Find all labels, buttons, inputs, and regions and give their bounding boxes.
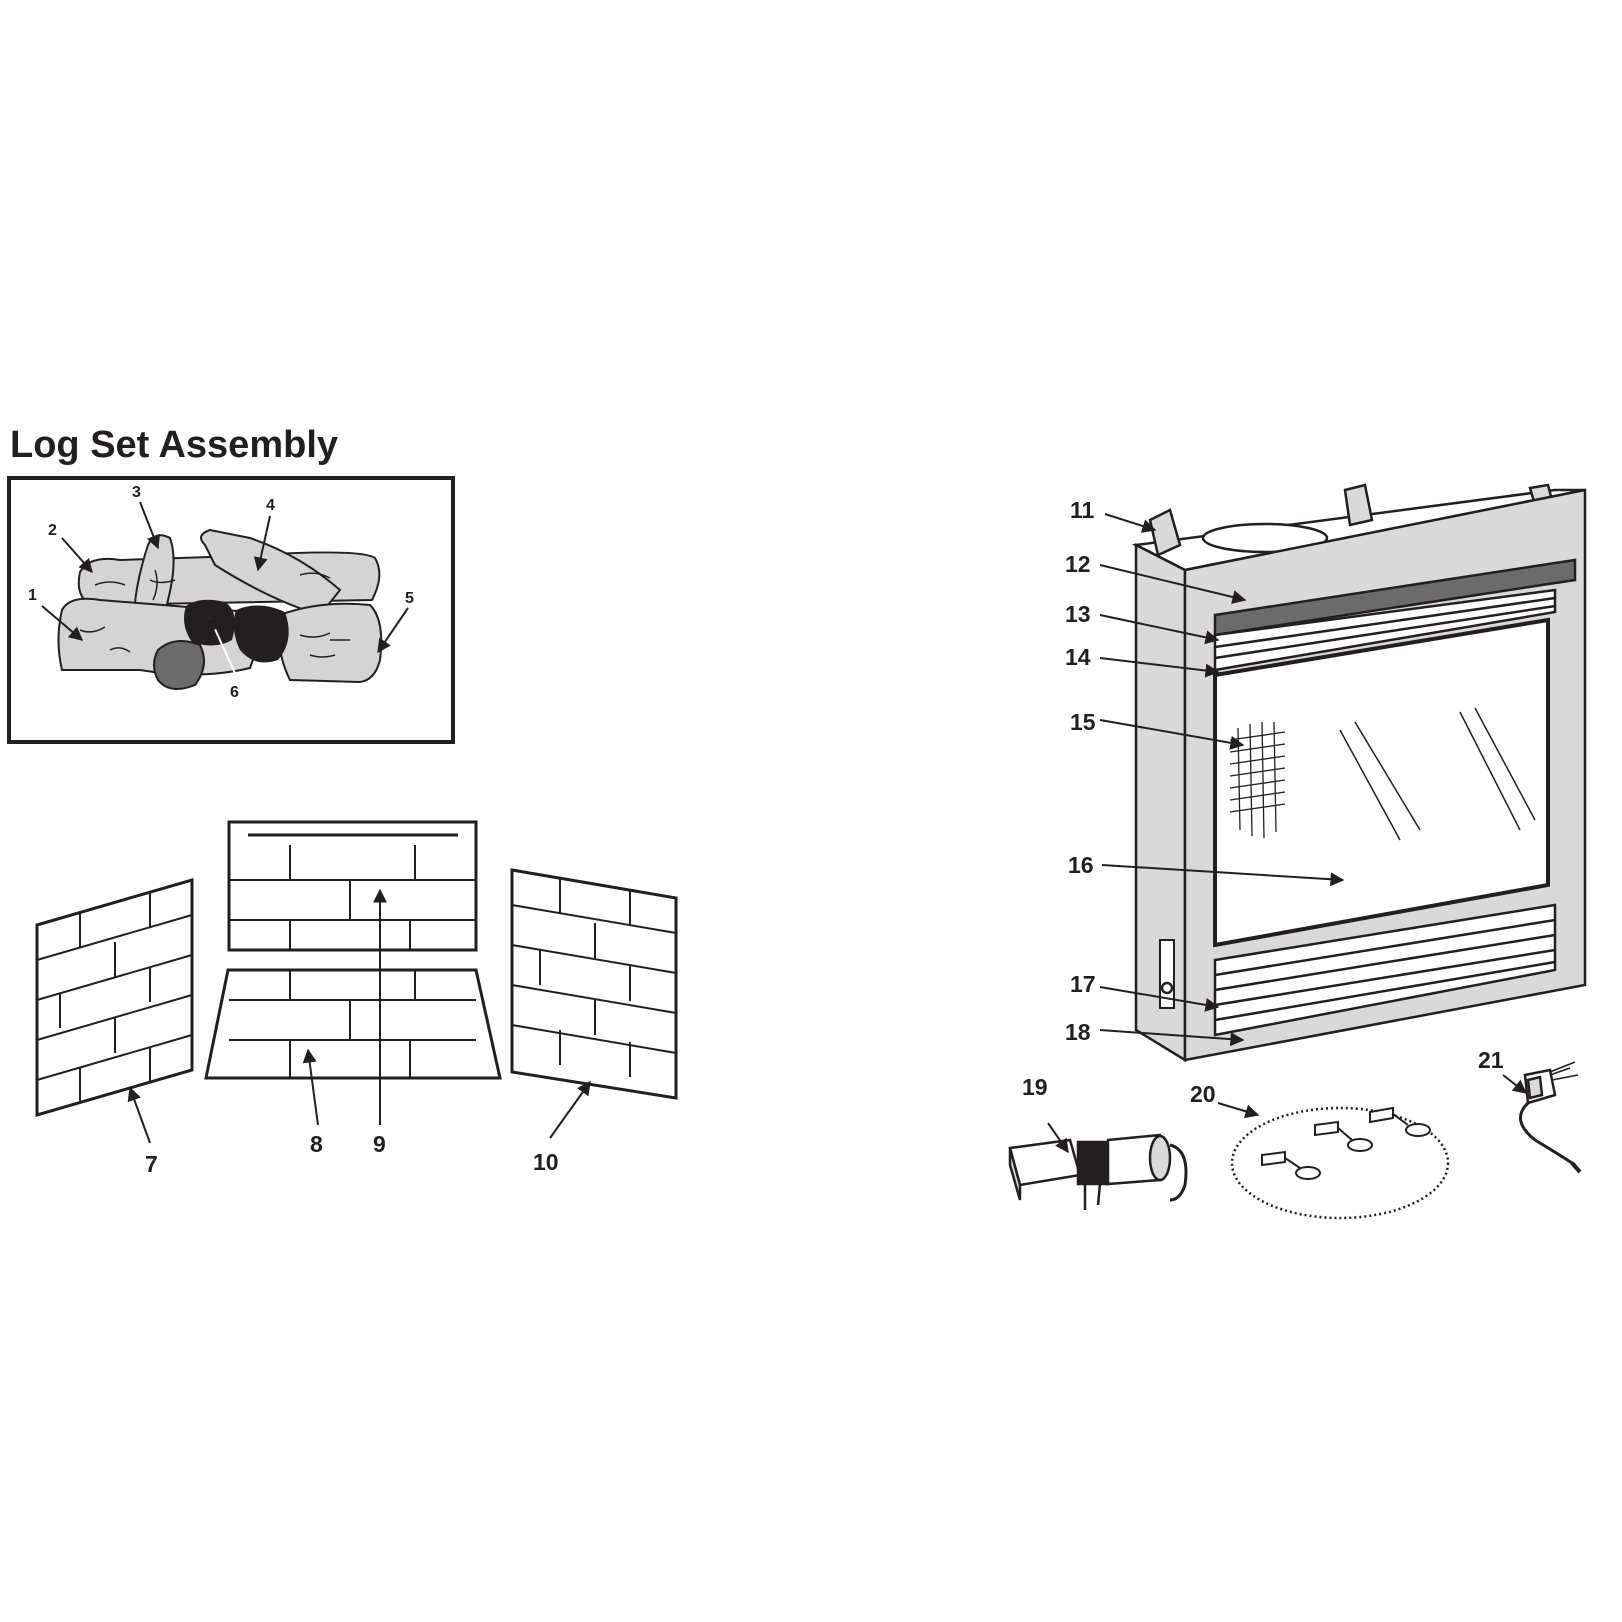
log-5 [277, 602, 383, 684]
callout-18: 18 [1065, 1019, 1091, 1045]
callout-19: 19 [1022, 1074, 1048, 1100]
callout-17: 17 [1070, 971, 1096, 997]
callout-14: 14 [1065, 644, 1091, 670]
callout-3: 3 [132, 484, 141, 501]
callout-15: 15 [1070, 709, 1096, 735]
callout-6: 6 [230, 684, 239, 701]
log-4 [200, 528, 342, 617]
callout-11: 11 [1070, 497, 1095, 523]
brick-panel-10 [510, 868, 678, 1100]
callout-10: 10 [533, 1149, 559, 1175]
callout-8: 8 [310, 1131, 323, 1157]
ember-dark-log [153, 640, 205, 690]
junction-box-21 [1519, 1061, 1582, 1174]
fireplace-unit [1131, 483, 1587, 1063]
callout-2: 2 [48, 522, 57, 539]
ember-6b [233, 605, 289, 663]
ember-6 [184, 599, 235, 646]
callout-4: 4 [266, 497, 275, 514]
brick-panel-7 [35, 878, 194, 1117]
brick-panel-8 [204, 968, 502, 1080]
callout-20: 20 [1190, 1081, 1216, 1107]
callout-5: 5 [405, 590, 414, 607]
hardware-kit-20 [1230, 1106, 1450, 1220]
callout-9: 9 [373, 1131, 386, 1157]
callout-13: 13 [1065, 601, 1091, 627]
brick-panel-9 [227, 820, 478, 952]
brick-panels [35, 820, 678, 1117]
callout-12: 12 [1065, 551, 1091, 577]
screen-mesh-15 [1229, 721, 1286, 839]
callout-7: 7 [145, 1151, 158, 1177]
blower-19 [1008, 1133, 1188, 1210]
callout-21: 21 [1478, 1047, 1504, 1073]
glass-reflections [1339, 707, 1536, 841]
callout-1: 1 [28, 587, 37, 604]
log-set-box: 1 2 3 4 5 6 [7, 476, 455, 744]
diagram-title: Log Set Assembly [10, 424, 339, 466]
callout-16: 16 [1068, 852, 1094, 878]
